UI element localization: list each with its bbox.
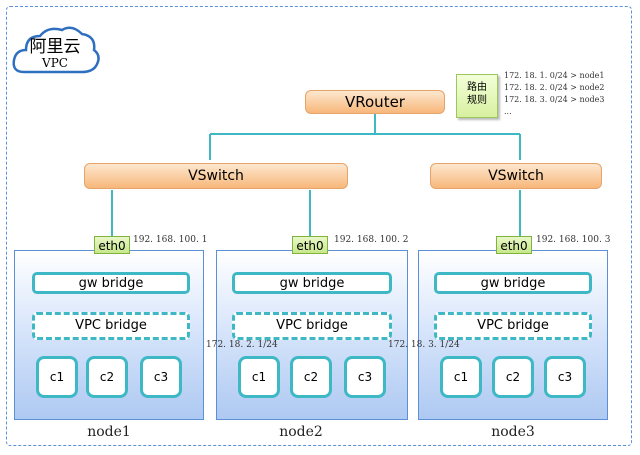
vswitch-label: VSwitch <box>488 168 544 184</box>
bridge-ip: 172. 18. 2. 1/24 <box>206 340 278 350</box>
route-note: 路由 规则 <box>456 74 498 118</box>
node-label: node1 <box>87 424 131 440</box>
container: c3 <box>544 356 586 398</box>
route-note-line1: 路由 <box>467 82 487 93</box>
vswitch-box: VSwitch <box>84 163 348 189</box>
vswitch-box: VSwitch <box>430 163 602 189</box>
eth-ip: 192. 168. 100. 1 <box>133 235 208 245</box>
eth0-interface: eth0 <box>94 236 130 254</box>
brand-name: 阿里云 <box>29 37 81 57</box>
container: c1 <box>440 356 482 398</box>
eth-label: eth0 <box>98 239 126 253</box>
eth-label: eth0 <box>296 239 324 253</box>
eth-label: eth0 <box>500 239 528 253</box>
container: c2 <box>290 356 332 398</box>
gw-bridge: gw bridge <box>232 272 392 294</box>
container: c1 <box>36 356 78 398</box>
route-entry: ... <box>504 107 512 116</box>
gw-bridge: gw bridge <box>32 272 190 294</box>
gw-bridge: gw bridge <box>434 272 592 294</box>
vpc-bridge: VPC bridge <box>32 312 190 340</box>
container: c3 <box>140 356 182 398</box>
vpc-bridge: VPC bridge <box>434 312 592 340</box>
container: c2 <box>492 356 534 398</box>
node-label: node2 <box>279 424 323 440</box>
eth0-interface: eth0 <box>496 236 532 254</box>
route-entry: 172. 18. 3. 0/24 > node3 <box>504 95 605 104</box>
route-note-line2: 规则 <box>467 95 487 106</box>
eth-ip: 192. 168. 100. 3 <box>536 235 611 245</box>
vrouter-box: VRouter <box>305 90 445 114</box>
route-list: 172. 18. 1. 0/24 > node1 172. 18. 2. 0/2… <box>504 70 604 118</box>
bridge-ip: 172. 18. 3. 1/24 <box>388 340 460 350</box>
node-label: node3 <box>491 424 535 440</box>
vpc-frame <box>6 6 632 446</box>
vswitch-label: VSwitch <box>188 168 244 184</box>
container: c2 <box>86 356 128 398</box>
container: c1 <box>238 356 280 398</box>
eth0-interface: eth0 <box>292 236 328 254</box>
route-entry: 172. 18. 1. 0/24 > node1 <box>504 71 605 80</box>
cloud-icon <box>12 26 100 74</box>
route-entry: 172. 18. 2. 0/24 > node2 <box>504 83 605 92</box>
eth-ip: 192. 168. 100. 2 <box>334 235 409 245</box>
container: c3 <box>344 356 386 398</box>
vpc-bridge: VPC bridge <box>232 312 392 340</box>
brand-subtitle: VPC <box>42 56 68 70</box>
vrouter-label: VRouter <box>345 93 405 111</box>
